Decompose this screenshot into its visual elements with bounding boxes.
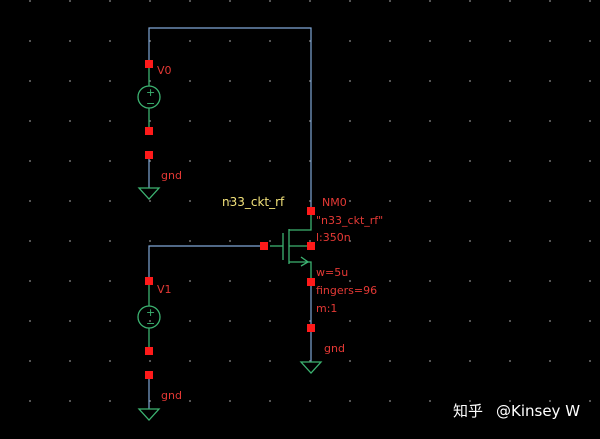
label-gnd-bottom: gnd — [161, 389, 182, 402]
label-gnd-top: gnd — [161, 169, 182, 182]
label-multiplier-param: m:1 — [316, 302, 337, 315]
pin-nm0-source[interactable] — [307, 278, 315, 286]
pin-nm0-bulk[interactable] — [307, 242, 315, 250]
wires — [148, 27, 312, 409]
voltage-source-v1[interactable]: + − — [137, 281, 161, 350]
pin-v1-plus[interactable] — [145, 277, 153, 285]
nmos-transistor-nm0[interactable] — [270, 214, 312, 280]
watermark: 知乎 @Kinsey W — [453, 402, 580, 420]
ground-symbol-bottom[interactable] — [137, 408, 161, 421]
wire-gate[interactable] — [148, 245, 264, 281]
pin-v0-plus[interactable] — [145, 60, 153, 68]
label-v0: V0 — [157, 64, 172, 77]
ground-symbol-transistor[interactable] — [299, 361, 323, 374]
label-fingers-param: fingers=96 — [316, 284, 377, 297]
v0-plus-sign: + — [146, 86, 155, 99]
label-instance-nm0: NM0 — [322, 196, 347, 209]
v1-minus-sign: − — [146, 317, 155, 330]
pin-v1-minus[interactable] — [145, 347, 153, 355]
label-width-param: w=5u — [316, 266, 348, 279]
watermark-logo: 知乎 — [453, 402, 483, 420]
label-model-param: "n33_ckt_rf" — [316, 214, 383, 227]
v1-plus-sign: + — [146, 306, 155, 319]
pin-gnd-transistor[interactable] — [307, 324, 315, 332]
pin-gnd-bottom[interactable] — [145, 371, 153, 379]
v0-minus-sign: − — [146, 97, 155, 110]
watermark-author: @Kinsey W — [496, 402, 580, 420]
label-v1: V1 — [157, 283, 172, 296]
pin-nm0-gate[interactable] — [260, 242, 268, 250]
ground-symbol-top[interactable] — [137, 187, 161, 200]
voltage-source-v0[interactable]: + − — [137, 64, 161, 130]
wire-v0-to-drain[interactable] — [148, 27, 312, 210]
label-gnd-transistor: gnd — [324, 342, 345, 355]
label-model-name: n33_ckt_rf — [222, 195, 285, 209]
pin-nm0-drain[interactable] — [307, 207, 315, 215]
pin-v0-minus[interactable] — [145, 127, 153, 135]
pin-gnd-top[interactable] — [145, 151, 153, 159]
pins — [145, 60, 315, 379]
label-length-param: l:350n — [316, 231, 351, 244]
